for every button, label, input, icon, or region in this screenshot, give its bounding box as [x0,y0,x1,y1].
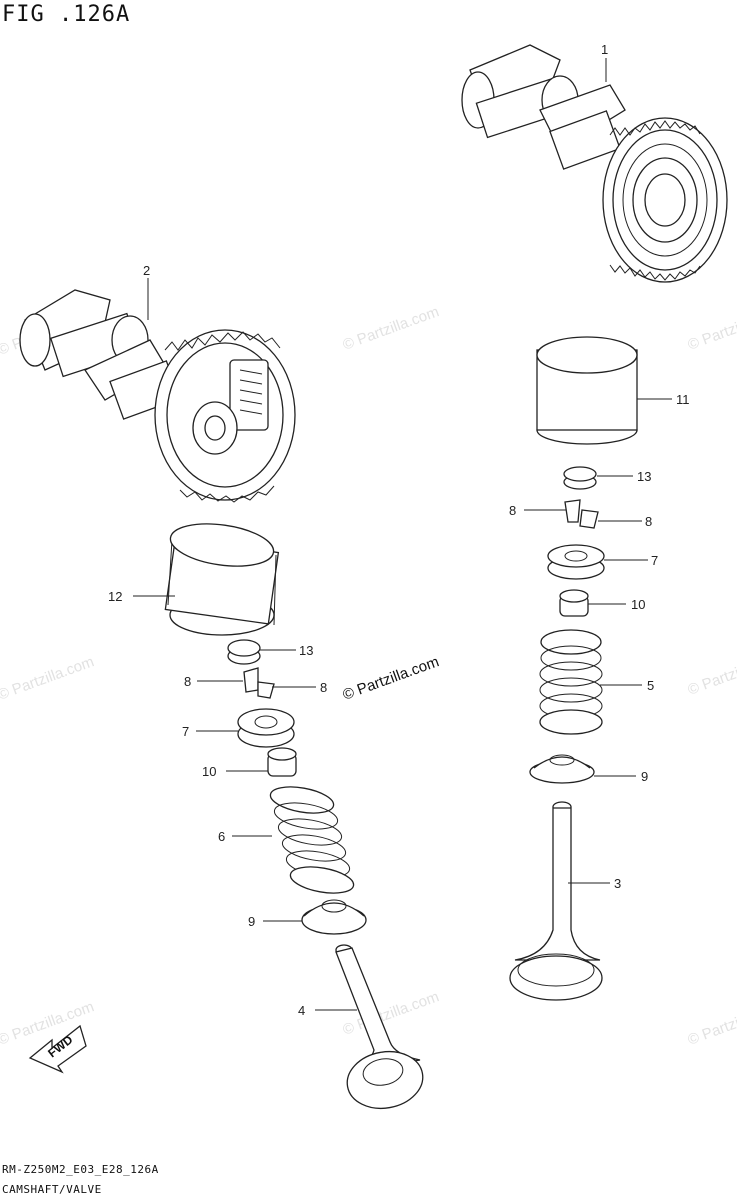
tappet-left [164,523,280,636]
figure-title: FIG .126A [2,2,131,27]
watermark-text: © Partzilla.com [686,648,737,699]
watermark-text: © Partzilla.com [686,998,737,1049]
camshaft-intake [19,289,296,503]
callout-1: 1 [601,42,608,57]
callout-labels: 1 2 3 4 5 6 7 7 8 8 8 8 9 9 10 10 11 12 … [108,42,690,1018]
callout-13-left: 13 [299,643,313,658]
callout-5: 5 [647,678,654,693]
valve-intake [335,944,424,1110]
valve-cotters-left [243,667,275,699]
valve-spring-left [269,786,355,894]
callout-10-right: 10 [631,597,645,612]
callout-13-right: 13 [637,469,651,484]
callout-8-left-b: 8 [320,680,327,695]
callout-6: 6 [218,829,225,844]
leader-lines [133,58,672,1011]
callout-8-right-b: 8 [645,514,652,529]
forward-arrow-icon: FWD [28,1024,87,1074]
callout-9-right: 9 [641,769,648,784]
stem-seal-left [267,747,297,777]
callout-11: 11 [676,392,690,407]
valve-spring-right [539,629,603,735]
callout-12: 12 [108,589,122,604]
camshaft-exhaust [461,44,728,283]
callout-2: 2 [143,263,150,278]
watermark-text: © Partzilla.com [0,653,96,704]
stem-seal-right [559,589,589,617]
figure-name: CAMSHAFT/VALVE [2,1183,102,1196]
watermark-text: © Partzilla.com [341,303,442,354]
spring-retainer-left [237,708,295,748]
callout-3: 3 [614,876,621,891]
callout-9-left: 9 [248,914,255,929]
callout-7-right: 7 [651,553,658,568]
callout-8-left-a: 8 [184,674,191,689]
callout-8-right-a: 8 [509,503,516,518]
callout-10-left: 10 [202,764,216,779]
model-code: RM-Z250M2_E03_E28_126A [2,1163,159,1176]
spring-seat-left [301,899,367,935]
callout-4: 4 [298,1003,305,1018]
shim-left [227,639,261,665]
watermark-text: © Partzilla.com [686,303,737,354]
valve-cotters-right [564,499,599,529]
valve-exhaust [509,801,603,1001]
center-watermark-text: © Partzilla.com [341,653,442,704]
tappet-right [536,336,638,445]
spring-seat-right [529,754,595,784]
spring-retainer-right [547,544,605,580]
callout-7-left: 7 [182,724,189,739]
shim-right [563,466,597,490]
